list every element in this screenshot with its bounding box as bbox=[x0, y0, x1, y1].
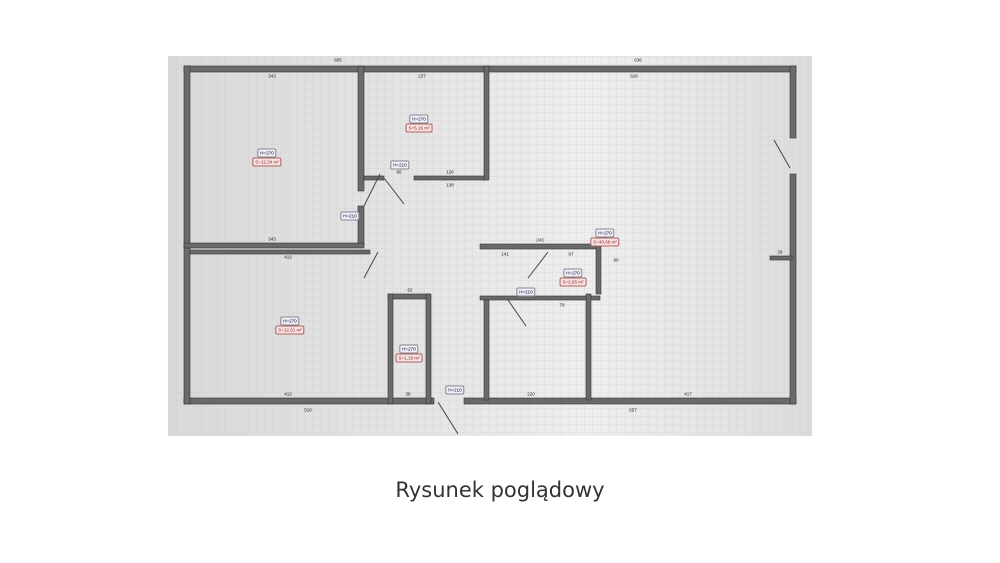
dimension-label: 412 bbox=[284, 391, 292, 397]
room-height-label: H=270 bbox=[257, 148, 277, 158]
dimension-label: 38 bbox=[405, 391, 411, 397]
dimension-label: 62 bbox=[407, 287, 413, 293]
floor-plan-drawing bbox=[168, 56, 812, 436]
dimension-label: 343 bbox=[268, 236, 276, 242]
dimension-label: 80 bbox=[396, 169, 402, 175]
dimension-label: 79 bbox=[559, 302, 565, 308]
door-height-label: H=210 bbox=[516, 287, 536, 297]
dimension-label: 138 bbox=[446, 182, 454, 188]
room-area-label: S=48,68 m² bbox=[590, 237, 620, 247]
dimension-label: 67 bbox=[568, 251, 574, 257]
dimension-label: 412 bbox=[284, 254, 292, 260]
door-height-label: H=210 bbox=[390, 160, 410, 170]
dimension-label: 628 bbox=[630, 73, 638, 79]
dimension-label: 220 bbox=[527, 391, 535, 397]
room-height-label: H=270 bbox=[563, 268, 583, 278]
room-area-label: S=12,34 m² bbox=[252, 157, 282, 167]
dimension-label: 417 bbox=[684, 391, 692, 397]
doors bbox=[363, 139, 791, 435]
room-area-label: S=1,19 m² bbox=[395, 353, 423, 363]
dimension-label: 657 bbox=[629, 407, 637, 413]
room-height-label: H=270 bbox=[409, 114, 429, 124]
room-height-label: H=270 bbox=[399, 344, 419, 354]
dimension-label: 141 bbox=[501, 251, 509, 257]
room-area-label: S=12,61 m² bbox=[275, 325, 305, 335]
dimension-label: 510 bbox=[304, 407, 312, 413]
room-area-label: S=5,16 m² bbox=[405, 123, 433, 133]
dimension-label: 243 bbox=[536, 237, 544, 243]
dimension-label: 126 bbox=[446, 169, 454, 175]
door-height-label: H=210 bbox=[340, 211, 360, 221]
room-height-label: H=270 bbox=[595, 228, 615, 238]
dimension-label: 237 bbox=[418, 73, 426, 79]
room-height-label: H=270 bbox=[280, 316, 300, 326]
walls bbox=[183, 65, 797, 405]
dimension-label: 28 bbox=[777, 249, 783, 255]
caption: Rysunek poglądowy bbox=[395, 478, 605, 502]
room-area-label: S=2,65 m² bbox=[559, 277, 587, 287]
dimension-label: 636 bbox=[634, 57, 642, 63]
dimension-label: 605 bbox=[334, 57, 342, 63]
dimension-label: 343 bbox=[268, 73, 276, 79]
door-height-label: H=210 bbox=[445, 385, 465, 395]
dimension-label: 90 bbox=[613, 257, 619, 263]
floor-plan-photo: H=270 S=12,34 m² H=270 S=5,16 m² H=270 S… bbox=[168, 56, 812, 436]
